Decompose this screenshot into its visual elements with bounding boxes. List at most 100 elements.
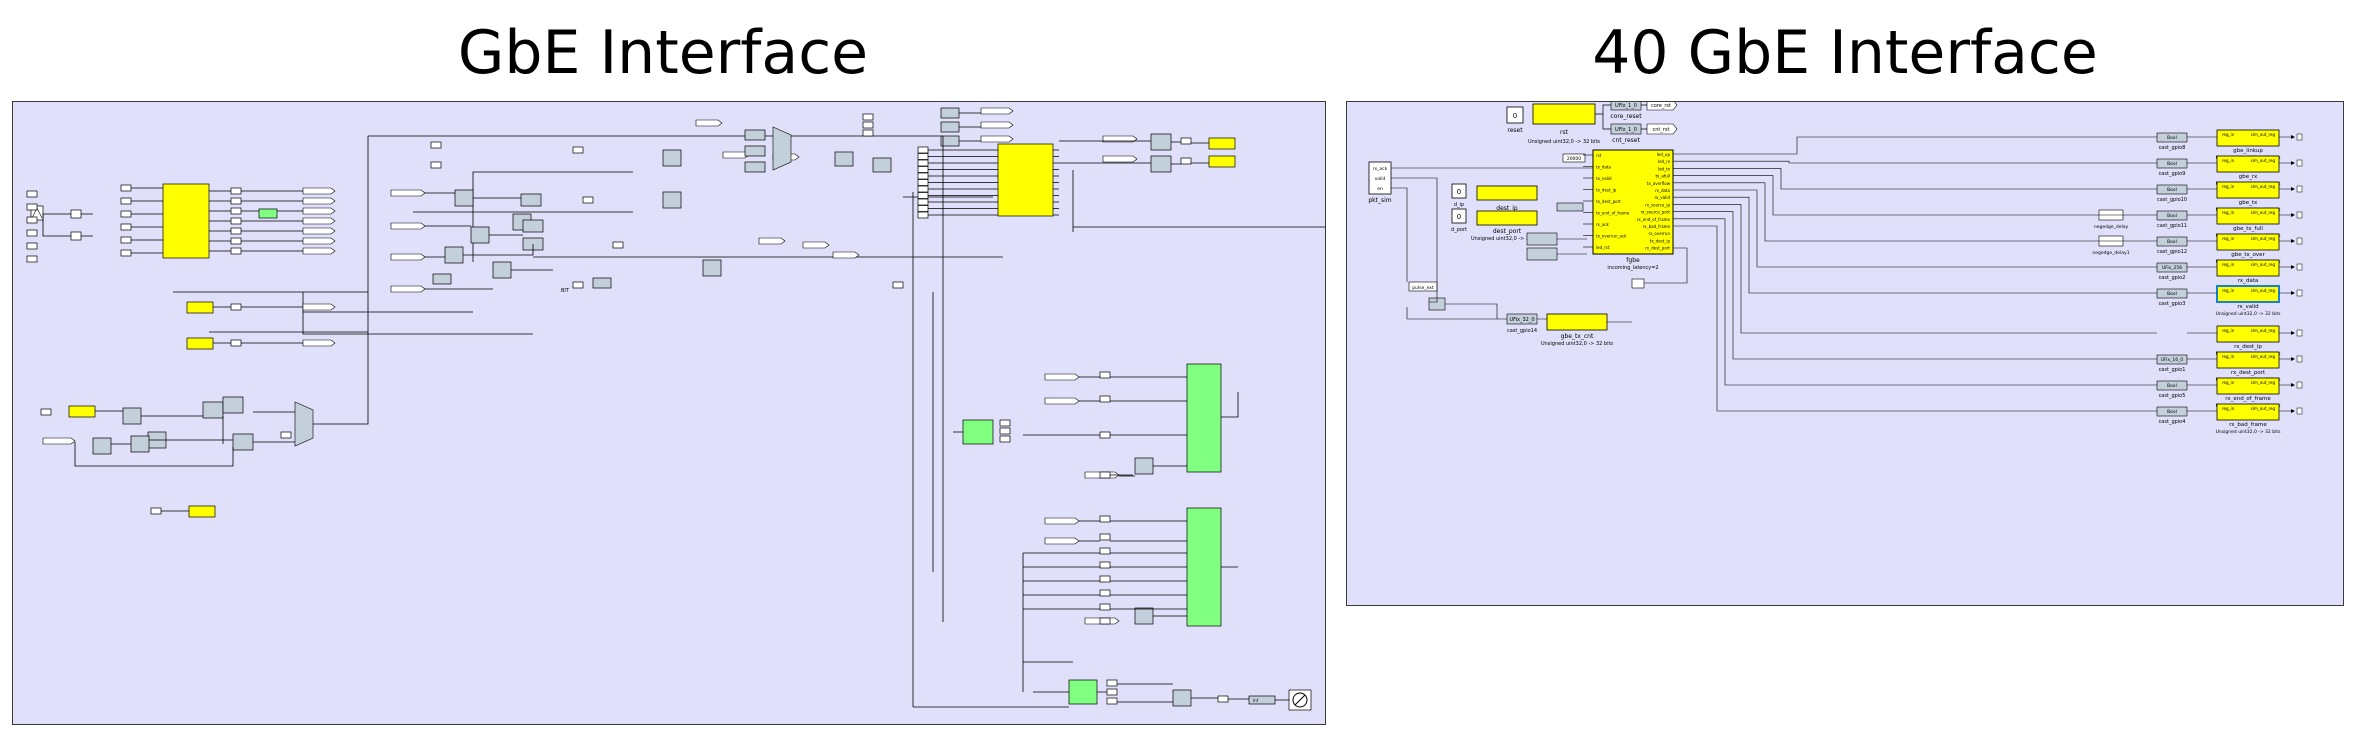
output-port xyxy=(302,339,336,347)
reg-arrow xyxy=(2291,409,2295,413)
cast-block xyxy=(572,146,584,154)
cast-block xyxy=(917,166,929,173)
register-small xyxy=(186,337,214,350)
delay-block xyxy=(92,437,112,455)
cast-block xyxy=(999,419,1011,427)
gbe-output-label: tx_afull xyxy=(1655,174,1670,179)
cast-type-label: UFix_256 xyxy=(2162,265,2182,271)
delay-block xyxy=(662,191,682,209)
svg-text:Unsigned uint32,0 -> 32 bits: Unsigned uint32,0 -> 32 bits xyxy=(1541,341,1613,347)
cast-block xyxy=(862,129,874,137)
reg-row: Boolcast_gpio10reg_insim_out_reggbe_txUn… xyxy=(1673,168,2303,213)
signal-wire xyxy=(1673,225,2157,412)
control-register-block xyxy=(162,183,210,259)
reg-in-port: reg_in xyxy=(2222,328,2235,333)
misc-label: BIT xyxy=(561,288,570,294)
reg-out-port: sim_out_reg xyxy=(2251,158,2276,163)
delay-block xyxy=(122,407,142,425)
pkt-sim-block: rx_ack valid en pkt_sim xyxy=(1368,161,1392,204)
delay-block xyxy=(520,193,542,207)
gbe-output-label: rx_overrun xyxy=(1649,231,1671,236)
delay-block xyxy=(940,135,960,147)
delay-block xyxy=(744,161,766,173)
dest-port-constant: 0 d_port dest_port Unsigned uint32,0 -> … xyxy=(1451,202,1584,242)
cast-block xyxy=(1099,431,1111,439)
cast-label: cast_gpio8 xyxy=(2159,145,2186,151)
reg-label: rx_dest_ip xyxy=(2234,344,2262,350)
delay-block xyxy=(1150,133,1172,151)
output-port xyxy=(980,135,1014,143)
delay-block xyxy=(470,226,490,244)
reg-terminator xyxy=(2296,355,2303,363)
cast-block xyxy=(230,197,242,205)
signal-wire xyxy=(1673,204,2157,334)
cast-block xyxy=(862,121,874,129)
reg-arrow xyxy=(2291,383,2295,387)
gbe-output-label: rx_source_ip xyxy=(1645,202,1670,207)
reg-out-port: sim_out_reg xyxy=(2251,236,2276,241)
output-port xyxy=(980,107,1014,115)
output-port xyxy=(302,217,336,225)
terminator xyxy=(1631,278,1645,289)
svg-text:UFix_1_0: UFix_1_0 xyxy=(1615,127,1637,133)
reg-in-port: reg_in xyxy=(2222,236,2235,241)
output-port xyxy=(302,303,336,311)
delay-block xyxy=(232,433,254,451)
gbe-output-label: tx_dest_ip xyxy=(1650,238,1671,243)
gbe-output-label: rx_dest_port xyxy=(1645,246,1670,251)
delay-block xyxy=(1134,607,1154,625)
software-register xyxy=(2216,377,2280,395)
register-small xyxy=(186,301,214,314)
gbe-output-label: rx_source_port xyxy=(1641,210,1671,215)
delay-block xyxy=(872,157,892,173)
edge-detect-label: negedge_delay xyxy=(2094,224,2129,230)
reg-arrow xyxy=(2291,265,2295,269)
reg-terminator xyxy=(2296,289,2303,297)
reg-in-port: reg_in xyxy=(2222,184,2235,189)
40-gbe-interface-title: 40 GbE Interface xyxy=(1592,18,2098,88)
input-port xyxy=(1044,537,1080,545)
svg-text:gbe_tx_cnt: gbe_tx_cnt xyxy=(1561,333,1594,340)
cast-block xyxy=(1099,617,1111,625)
cnt-reset-cast: UFix_1_0 cnt_reset cnt_rst xyxy=(1610,123,1678,144)
cast-block xyxy=(1180,157,1192,165)
logic-block xyxy=(962,419,994,445)
cast-block xyxy=(430,161,442,169)
40gbe-interface-diagram: 0 reset rst Unsigned uint32,0 -> 32 bits… xyxy=(1346,101,2344,606)
reg-in-port: reg_in xyxy=(2222,288,2235,293)
svg-text:incoming_latency=2: incoming_latency=2 xyxy=(1607,265,1658,271)
cast-label: cast_gpio3 xyxy=(2159,301,2186,307)
software-register xyxy=(2216,351,2280,369)
signal-wire xyxy=(913,683,1289,708)
svg-text:0: 0 xyxy=(1457,188,1461,196)
cast-type-label: Bool xyxy=(2167,409,2177,415)
reg-label: gbe_tx_over xyxy=(2231,252,2265,258)
input-port xyxy=(758,237,786,245)
gbe-diagram-canvas: Inf BIT xyxy=(26,107,1325,711)
reg-in-port: reg_in xyxy=(2222,406,2235,411)
reg-arrow xyxy=(2291,187,2295,191)
gbe-output-label: rx_end_of_frame xyxy=(1637,217,1671,222)
cast-block xyxy=(230,227,242,235)
cast-type-label: Bool xyxy=(2167,161,2177,167)
reg-terminator xyxy=(2296,159,2303,167)
signal-wire xyxy=(912,192,963,707)
reg-terminator xyxy=(2296,407,2303,415)
input-port xyxy=(695,119,723,127)
input-port xyxy=(26,216,38,224)
output-port xyxy=(980,121,1014,129)
signal-wire xyxy=(1673,218,2157,386)
cast-block xyxy=(917,211,929,219)
misc-label: Inf xyxy=(1253,698,1259,703)
cast-block xyxy=(230,217,242,225)
reg-label: rx_valid xyxy=(2237,304,2258,310)
cast-block xyxy=(1180,137,1192,145)
signal-wire xyxy=(1673,196,2157,294)
mux-block xyxy=(772,126,792,171)
input-port xyxy=(150,507,162,515)
gbe-interface-diagram: Inf BIT xyxy=(12,101,1326,725)
software-register xyxy=(2216,403,2280,421)
